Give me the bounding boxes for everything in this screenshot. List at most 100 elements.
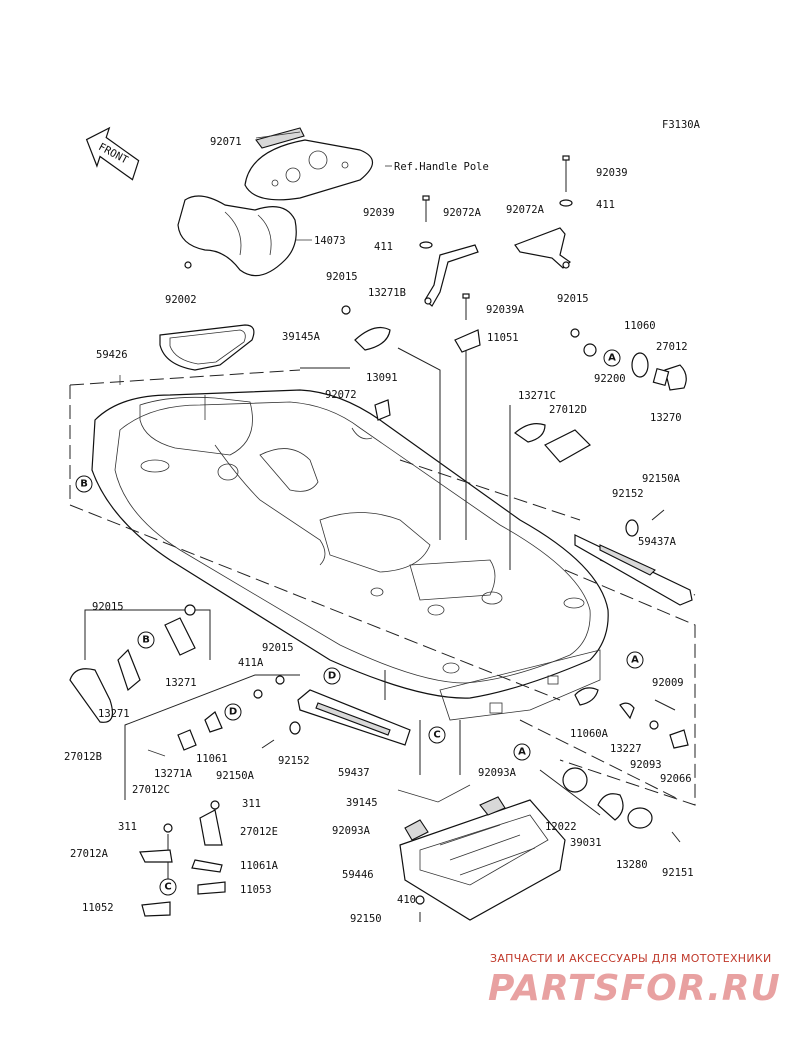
plate-13271-b: [117, 648, 141, 692]
part-label-92150: 92150: [350, 913, 382, 925]
handle-pole-plate: [244, 127, 374, 201]
part-label-13271B: 13271B: [368, 287, 406, 299]
part-label-92093A-b: 92093A: [332, 825, 371, 837]
strip-59437A: [574, 509, 693, 606]
callout-C-1: C: [428, 726, 446, 744]
part-label-13227: 13227: [610, 743, 642, 755]
part-label-411-r: 411: [596, 199, 615, 211]
washer-411-r: [559, 199, 573, 207]
part-label-92015-b: 92015: [557, 293, 589, 305]
bracket-92072A-left: [424, 244, 479, 307]
part-label-92066: 92066: [660, 773, 692, 785]
clip-27012: [664, 364, 687, 391]
cap-13280: [627, 807, 653, 829]
callout-A-1: A: [603, 349, 621, 367]
bracket-11052: [141, 901, 171, 917]
svg-text:D: D: [229, 707, 237, 718]
bracket-92072A-right: [514, 227, 571, 269]
part-label-92002: 92002: [165, 294, 197, 306]
part-label-39031: 39031: [570, 837, 602, 849]
callout-D-2: D: [224, 703, 242, 721]
svg-text:C: C: [433, 730, 440, 741]
bracket-27012D: [544, 429, 591, 463]
part-label-39145: 39145: [346, 797, 378, 809]
svg-text:A: A: [608, 353, 616, 364]
svg-text:D: D: [328, 671, 336, 682]
plate-13271C: [514, 423, 546, 443]
part-label-92151: 92151: [662, 867, 694, 879]
part-label-92039-top: 92039: [596, 167, 628, 179]
part-label-92150A-r: 92150A: [642, 473, 681, 485]
part-label-27012: 27012: [656, 341, 688, 353]
seal-ring: [159, 324, 255, 371]
cowl-cover: [177, 195, 297, 277]
part-label-92152-l: 92152: [278, 755, 310, 767]
part-label-27012B: 27012B: [64, 751, 102, 763]
part-label-411A: 411A: [238, 657, 264, 669]
nut-92015: [341, 305, 351, 315]
bracket-11061A: [191, 859, 223, 873]
part-label-92009: 92009: [652, 677, 684, 689]
part-label-92150A-l: 92150A: [216, 770, 255, 782]
part-label-92093: 92093: [630, 759, 662, 771]
part-label-11061A: 11061A: [240, 860, 279, 872]
part-label-410: 410: [397, 894, 416, 906]
ref-handle-pole-label: Ref.Handle Pole: [394, 161, 489, 173]
svg-text:B: B: [80, 479, 88, 490]
svg-text:C: C: [164, 882, 171, 893]
grille-12022: [562, 767, 588, 793]
part-label-27012A: 27012A: [70, 848, 109, 860]
bolt-92039: [422, 155, 570, 320]
part-label-27012C: 27012C: [132, 784, 170, 796]
part-label-27012E: 27012E: [240, 826, 278, 838]
part-label-13270: 13270: [650, 412, 682, 424]
part-label-13271A: 13271A: [154, 768, 193, 780]
strip-59437: [261, 689, 411, 749]
part-label-311-a: 311: [242, 798, 261, 810]
part-label-11051: 11051: [487, 332, 519, 344]
plate-13271: [164, 617, 196, 656]
part-label-59426: 59426: [96, 349, 128, 361]
part-label-27012D: 27012D: [549, 404, 587, 416]
part-label-59437: 59437: [338, 767, 370, 779]
callout-D-1: D: [323, 667, 341, 685]
svg-text:A: A: [631, 655, 639, 666]
part-label-92015-c: 92015: [92, 601, 124, 613]
part-label-311-b: 311: [118, 821, 137, 833]
part-label-11060A: 11060A: [570, 728, 609, 740]
diagram-code: F3130A: [662, 119, 701, 131]
watermark-brand: PARTSFOR.RU: [488, 968, 781, 1009]
part-label-92071: 92071: [210, 136, 242, 148]
cap-13227: [619, 702, 635, 720]
front-arrow-icon: FRONT: [85, 126, 140, 181]
cap-92066: [669, 729, 689, 749]
part-label-14073: 14073: [314, 235, 346, 247]
part-label-92039A: 92039A: [486, 304, 525, 316]
bracket-27012E: [199, 809, 223, 846]
callout-B-2: B: [137, 631, 155, 649]
bracket-11061: [204, 711, 223, 733]
part-label-411-l: 411: [374, 241, 393, 253]
bracket-27012A: [139, 849, 173, 863]
washer-411: [419, 241, 433, 249]
callout-A-3: A: [513, 743, 531, 761]
part-label-92093A-t: 92093A: [478, 767, 517, 779]
duct-39031: [597, 793, 624, 821]
part-label-92072A-l: 92072A: [443, 207, 482, 219]
part-label-13271: 13271: [165, 677, 197, 689]
part-label-92015-a: 92015: [326, 271, 358, 283]
part-label-92152-r: 92152: [612, 488, 644, 500]
part-label-11061: 11061: [196, 753, 228, 765]
bracket-11051: [454, 329, 481, 353]
part-label-92015-d: 92015: [262, 642, 294, 654]
part-label-39145A: 39145A: [282, 331, 321, 343]
callout-A-2: A: [626, 651, 644, 669]
hull-deck: [91, 389, 609, 721]
svg-text:B: B: [142, 635, 150, 646]
part-label-11052: 11052: [82, 902, 114, 914]
part-label-13271-b: 13271: [98, 708, 130, 720]
part-label-11053: 11053: [240, 884, 272, 896]
part-label-59437A: 59437A: [638, 536, 677, 548]
part-label-13280: 13280: [616, 859, 648, 871]
part-label-11060: 11060: [624, 320, 656, 332]
